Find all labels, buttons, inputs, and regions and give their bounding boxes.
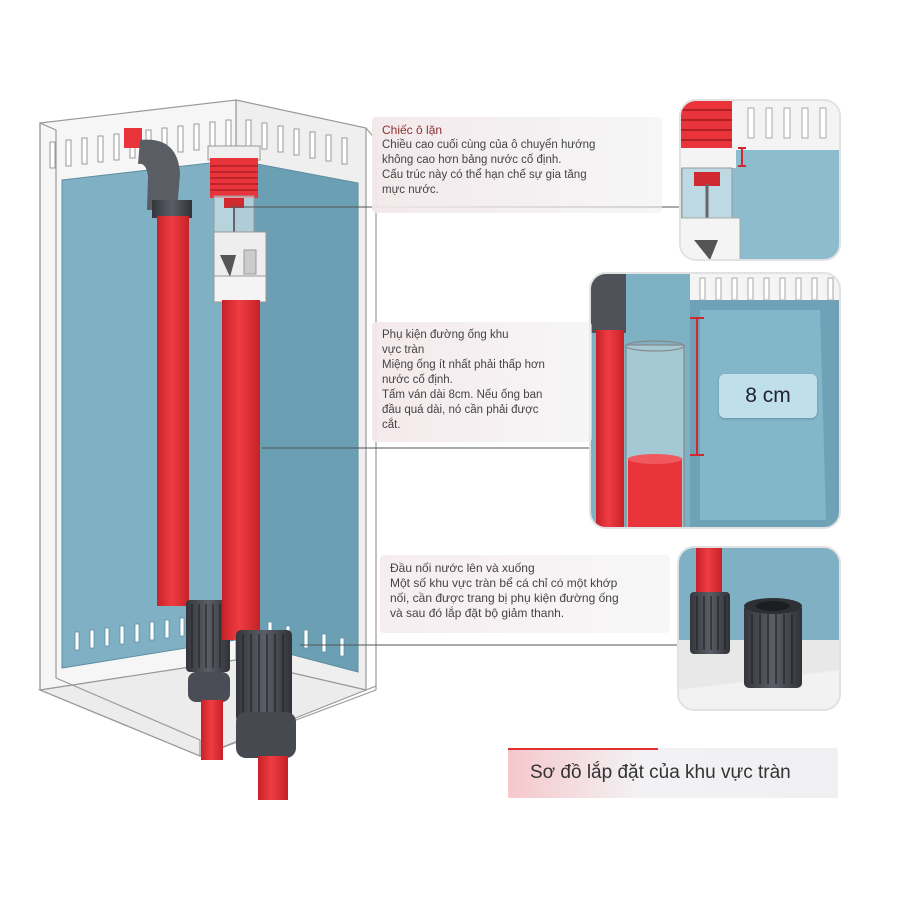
diagram-title: Sơ đồ lắp đặt của khu vực tràn [508,748,838,798]
callout-pipe-line: Miệng ống ít nhất phải thấp hơn [382,359,545,371]
callout-pipe-title: Phụ kiện đường ống khu [382,329,509,341]
callout-umbrella-line: không cao hơn bảng nước cố định. [382,154,562,166]
callout-joint-line: và sau đó lắp đặt bộ giảm thanh. [390,606,565,620]
detail-umbrella [680,100,840,260]
callout-pipe-line: vực tràn [382,344,425,356]
callout-joint-line: nối, cần được trang bị phụ kiện đường ốn… [390,591,619,605]
callout-pipe-fitting: Phụ kiện đường ống khu vực tràn Miệng ốn… [372,322,592,442]
comb-slots-right [245,119,348,165]
callout-joint-line: Một số khu vực tràn bể cá chỉ có một khớ… [390,576,618,590]
callout-pipe-line: nước cố định. [382,374,453,386]
detail-pipe-height [590,273,840,528]
diagram-title-text: Sơ đồ lắp đặt của khu vực tràn [530,762,791,783]
callout-joint: Đầu nối nước lên và xuống Một số khu vực… [380,555,670,633]
return-pipe [124,128,230,760]
callout-pipe-line: đầu quá dài, nó cần phải được [382,404,539,416]
comb-slots-left [49,119,232,169]
callout-joint-title: Đầu nối nước lên và xuống [390,561,535,575]
callout-pipe-line: cắt. [382,419,401,431]
overflow-pipe [207,145,296,800]
callout-pipe-line: Tấm ván dài 8cm. Nếu ống ban [382,389,543,401]
callout-umbrella-title: Chiếc ô lặn [382,123,443,137]
callout-umbrella-line: Cấu trúc này có thể hạn chế sự gia tăng [382,169,587,181]
callout-umbrella-line: Chiều cao cuối cùng của ô chuyển hướng [382,139,596,151]
callout-umbrella-line: mực nước. [382,184,439,196]
measurement-label: 8 cm [719,374,817,418]
detail-joints [678,547,840,710]
callout-umbrella: Chiếc ô lặn Chiều cao cuối cùng của ô ch… [372,117,662,213]
